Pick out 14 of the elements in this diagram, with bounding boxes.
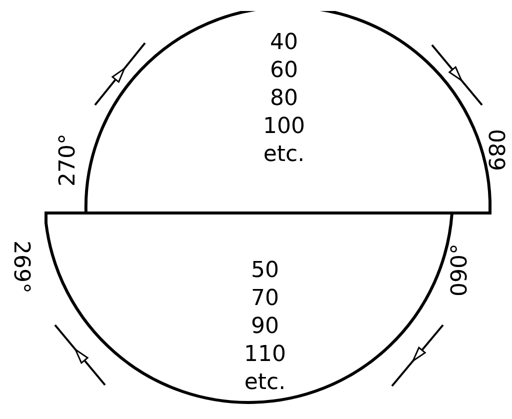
altitude-value: 40: [270, 29, 298, 57]
heading-label: 269°: [8, 240, 32, 294]
altitude-value: 70: [251, 285, 279, 313]
altitude-value: 50: [251, 257, 279, 285]
altitude-value: 110: [244, 341, 286, 369]
heading-label: 090°: [448, 244, 472, 296]
altitude-value: 80: [270, 85, 298, 113]
altitude-value: etc.: [244, 369, 286, 397]
altitude-value: 90: [251, 313, 279, 341]
heading-label: 270°: [56, 134, 80, 186]
altitude-value: etc.: [263, 141, 305, 169]
altitude-value: 100: [263, 113, 305, 141]
heading-label: 089: [483, 129, 507, 171]
altitude-value: 60: [270, 57, 298, 85]
